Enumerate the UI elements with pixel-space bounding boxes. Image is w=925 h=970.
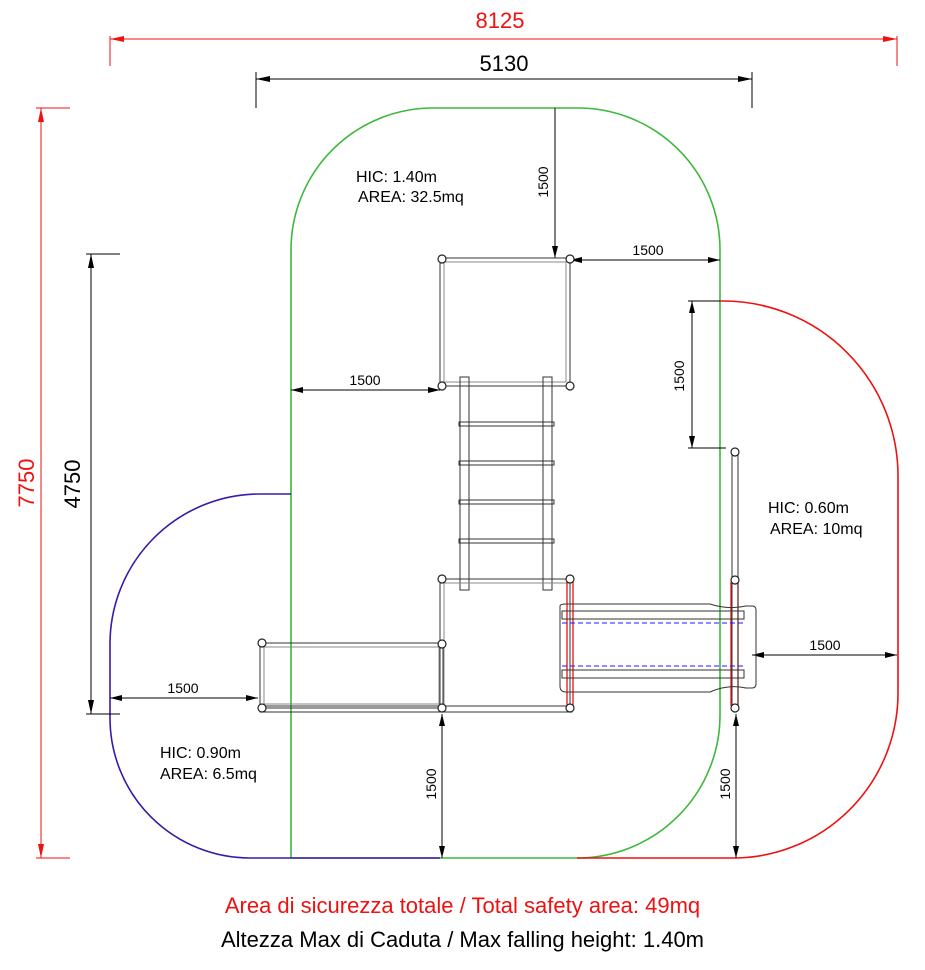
structure-posts bbox=[257, 254, 740, 713]
total-width-dimension bbox=[109, 36, 898, 66]
purple-safety-zone bbox=[109, 493, 440, 859]
ladder bbox=[458, 376, 555, 591]
low-platform bbox=[259, 642, 444, 709]
red-safety-zone bbox=[577, 300, 899, 859]
clearance-top-vertical-label: 1500 bbox=[535, 166, 551, 197]
total-width-label: 8125 bbox=[476, 8, 525, 33]
side-height-dimension bbox=[86, 253, 120, 715]
clearance-top-vertical bbox=[552, 108, 558, 258]
clearance-bottom-right-vertical bbox=[733, 714, 739, 858]
clearance-right-vertical bbox=[688, 300, 726, 449]
purple-zone-area: AREA: 6.5mq bbox=[160, 766, 257, 783]
clearance-bottom-left-horizontal bbox=[110, 695, 258, 701]
clearance-bottom-left-label: 1500 bbox=[167, 680, 198, 696]
clearance-top-right-label: 1500 bbox=[632, 242, 663, 258]
inner-width-dimension bbox=[255, 72, 753, 108]
total-height-label: 7750 bbox=[14, 459, 39, 508]
inner-width-label: 5130 bbox=[480, 51, 529, 76]
purple-zone-hic: HIC: 0.90m bbox=[160, 745, 241, 762]
top-platform bbox=[439, 257, 571, 387]
green-zone-hic: HIC: 1.40m bbox=[356, 169, 437, 186]
clearance-left-label: 1500 bbox=[349, 372, 380, 388]
clearance-bottom-middle-vertical bbox=[439, 714, 445, 858]
red-zone-area: AREA: 10mq bbox=[770, 521, 862, 538]
red-zone-hic: HIC: 0.60m bbox=[768, 500, 849, 517]
bottom-beam bbox=[259, 705, 573, 713]
total-height-dimension bbox=[36, 107, 70, 859]
green-safety-zone bbox=[290, 107, 721, 859]
clearance-bottom-right-label: 1500 bbox=[717, 768, 733, 799]
clearance-slide-label: 1500 bbox=[809, 637, 840, 653]
play-structure bbox=[259, 257, 757, 713]
slide bbox=[559, 603, 757, 693]
clearance-top-right-horizontal bbox=[570, 257, 720, 263]
clearance-right-vertical-label: 1500 bbox=[671, 360, 687, 391]
clearance-left-horizontal bbox=[291, 387, 440, 393]
total-safety-area-text: Area di sicurezza totale / Total safety … bbox=[224, 893, 701, 918]
side-height-label: 4750 bbox=[60, 460, 85, 509]
clearance-bottom-middle-label: 1500 bbox=[423, 768, 439, 799]
clearance-slide-horizontal bbox=[752, 652, 897, 658]
green-zone-area: AREA: 32.5mq bbox=[358, 189, 464, 206]
max-falling-height-text: Altezza Max di Caduta / Max falling heig… bbox=[220, 927, 705, 952]
